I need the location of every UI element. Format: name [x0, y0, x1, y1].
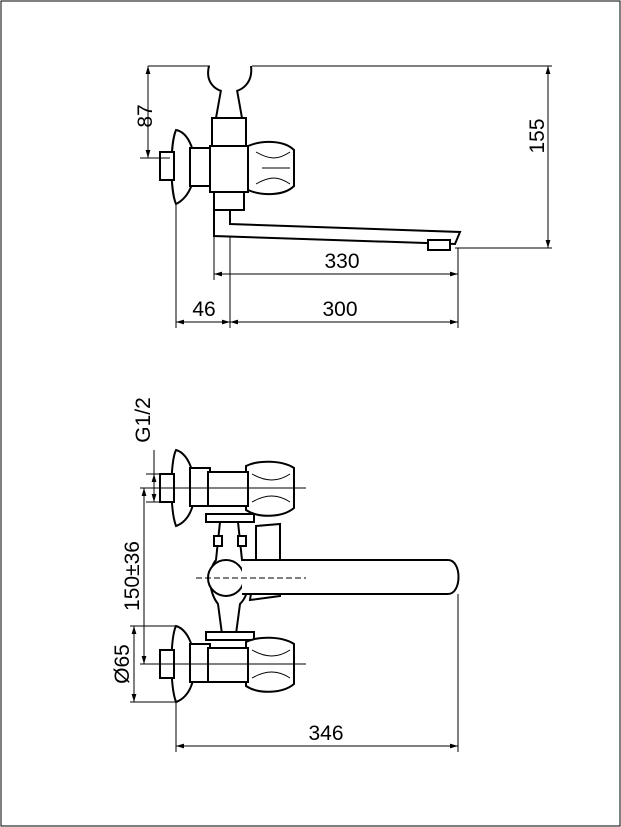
- dim-d65-label: Ø65: [111, 644, 134, 684]
- spout-top: [213, 209, 462, 246]
- mixer-body-top: [211, 117, 247, 147]
- dim-87-label: 87: [134, 104, 157, 127]
- top-view: 87 155 330 46 300: [134, 65, 552, 328]
- dim-155-label: 155: [526, 118, 549, 153]
- front-view: G1/2 150±36 Ø65 346: [111, 397, 460, 752]
- handle-lower: [245, 636, 295, 693]
- dim-330-label: 330: [324, 250, 359, 273]
- handle-upper: [245, 460, 295, 517]
- dim-150-label: 150±36: [121, 541, 144, 611]
- dim-46-label: 46: [192, 298, 215, 321]
- dim-g12-label: G1/2: [132, 397, 155, 443]
- dim-346-label: 346: [308, 722, 343, 745]
- spout-front: [242, 559, 460, 595]
- dim-300-label: 300: [322, 298, 357, 321]
- shower-holder-hook: [207, 65, 253, 94]
